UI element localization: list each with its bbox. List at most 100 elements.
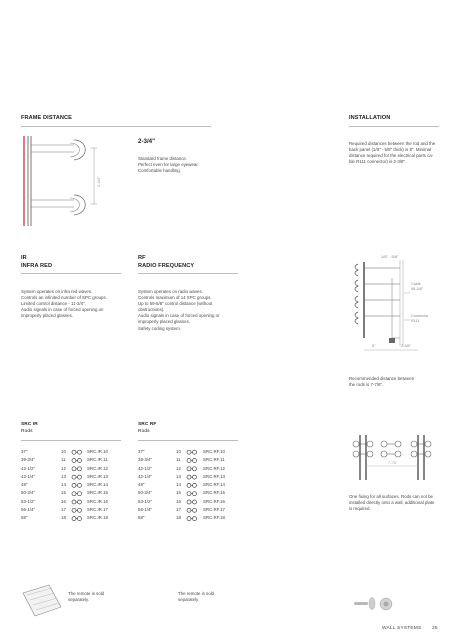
rf-line: obstructions). — [138, 307, 165, 313]
ir-remote-line: separately. — [68, 597, 90, 603]
rf-glasses-icons — [186, 449, 197, 521]
rf-row-size: 37" — [138, 449, 145, 454]
glasses-icon — [71, 458, 82, 463]
ir-row-size: 48" — [21, 482, 28, 488]
glasses-icon — [186, 466, 197, 472]
ir-row-size: 56-1/4" — [21, 507, 36, 513]
rf-row-size: 53-1/2" — [138, 498, 153, 504]
ir-remote-tray-illustration — [22, 584, 62, 617]
installation-cable-callout: Cable 98-3/8" — [411, 282, 423, 292]
ir-row-size: 37" — [21, 449, 28, 454]
installation-bottom-dim-right: 2-3/8" — [401, 344, 412, 348]
rf-row-size: 58" — [138, 515, 145, 521]
rf-row-code: SRC.RF.15 — [203, 490, 225, 496]
glasses-icon — [71, 491, 82, 497]
rf-row-count: 15 — [176, 490, 181, 496]
installation-line: Required distances between the rod and t… — [349, 141, 436, 146]
ir-row-count: 12 — [61, 465, 66, 471]
rf-row-size: 48" — [138, 482, 145, 488]
glasses-icon — [186, 449, 197, 455]
frame-distance-line: Perfect even for large eyewear. — [138, 162, 199, 168]
glasses-icon — [186, 516, 197, 521]
frame-distance-line: Comfortable handling. — [138, 168, 181, 174]
recommended-line: Recommended distance between — [349, 376, 415, 381]
ir-row-size: 39-3/4" — [21, 457, 36, 463]
rods-spacing-diagram — [352, 435, 432, 480]
rf-line: Controls maximum of 14 SPC groups. — [138, 295, 212, 301]
rf-row-code: SRC.RF.16 — [203, 498, 225, 504]
rf-row-count: 16 — [176, 498, 181, 504]
ir-row-count: 17 — [61, 507, 66, 513]
rf-row-code: SRC.RF.10 — [203, 449, 225, 454]
ir-row-code: SRC.IR.11 — [87, 457, 108, 463]
ir-remote-line: The remote is sold — [68, 591, 105, 596]
ir-row-count: 16 — [61, 498, 66, 504]
ir-line: Controls an infinited number of SPC grou… — [21, 295, 107, 301]
rf-row-count: 13 — [176, 473, 181, 479]
rf-row-size: 50-3/4" — [138, 490, 153, 496]
rf-row-count: 12 — [176, 465, 181, 471]
ir-row-code: SRC.IR.18 — [87, 515, 108, 521]
rf-heading-long: RADIO FREQUENCY — [138, 262, 195, 269]
rf-row-code: SRC.RF.18 — [203, 515, 225, 521]
rf-line: Safety coding system. — [138, 325, 181, 331]
fixing-line: is required. — [349, 506, 371, 512]
recommended-line: the rods is 7-7/8". — [349, 382, 384, 388]
ir-row-code: SRC.IR.10 — [87, 449, 108, 454]
rf-row-code: SRC.RF.14 — [203, 482, 225, 488]
ir-glasses-icons — [71, 449, 82, 521]
ir-heading: IR INFRA RED — [21, 255, 52, 270]
ir-heading-long: INFRA RED — [21, 262, 53, 269]
ir-row-count: 13 — [61, 473, 66, 479]
glasses-icon — [71, 474, 82, 480]
rf-line: Audio signals in case of forced opening … — [138, 313, 220, 319]
cable-label: Cable — [411, 282, 421, 286]
rf-table-title-main: SRC RF — [138, 422, 157, 427]
frame-distance-heading: FRAME DISTANCE — [21, 115, 73, 121]
rf-rule — [138, 273, 238, 274]
wall-fixing-illustration — [354, 597, 393, 611]
installation-line: back panel (1/8" - 5/8" thick) is 8". Mi… — [349, 147, 432, 153]
ir-row-code: SRC.IR.15 — [87, 490, 108, 496]
rf-row-size: 56-1/4" — [138, 507, 153, 513]
glasses-icon — [71, 507, 82, 513]
ir-row-code: SRC.IR.14 — [87, 482, 108, 488]
glasses-icon — [186, 483, 197, 488]
ir-description: System operates on infra red waves. Cont… — [21, 289, 107, 319]
rf-row-count: 18 — [176, 515, 181, 521]
ir-count-column: 10 11 12 13 14 15 16 17 18 — [61, 448, 71, 523]
ir-line: System operates on infra red waves. — [21, 289, 93, 294]
rf-size-column: 37" 39-3/4" 42-1/2" 42-1/4" 48" 50-3/4" … — [138, 448, 178, 523]
rf-row-code: SRC.RF.13 — [203, 473, 225, 479]
ir-row-count: 18 — [61, 515, 66, 521]
fixing-line: installed directly onto a wall, addition… — [349, 500, 435, 506]
connector-value: R111 — [411, 319, 420, 323]
footer-page-number: 25 — [432, 626, 438, 631]
ir-row-code: SRC.IR.12 — [87, 465, 108, 471]
rf-line: Up to 59-5/8" control distance (without — [138, 301, 213, 307]
rf-row-size: 39-3/4" — [138, 457, 153, 463]
ir-code-column: SRC.IR.10 SRC.IR.11 SRC.IR.12 SRC.IR.13 … — [87, 448, 127, 523]
glasses-icon — [186, 499, 197, 505]
rf-row-count: 17 — [176, 507, 181, 513]
rf-row-size: 42-1/4" — [138, 473, 153, 479]
ir-line: improperly placed glasses. — [21, 313, 73, 319]
recommended-distance-note: Recommended distance between the rods is… — [349, 376, 414, 388]
ir-table-title-sub: Rods — [21, 428, 33, 434]
glasses-icon — [186, 458, 197, 463]
rf-remote-line: separately. — [178, 597, 200, 603]
ir-row-size: 42-1/4" — [21, 473, 36, 479]
ir-row-size: 53-1/2" — [21, 498, 36, 504]
glasses-icon — [71, 516, 82, 521]
rf-table-title-sub: Rods — [138, 428, 150, 434]
ir-heading-short: IR — [21, 255, 27, 261]
rf-heading: RF RADIO FREQUENCY — [138, 255, 194, 270]
installation-line: ble R111 connector) is 2-3/8". — [349, 159, 407, 165]
ir-row-count: 14 — [61, 482, 66, 488]
rf-line: improperly placed glasses. — [138, 319, 190, 325]
installation-bottom-dim-left: 8" — [372, 344, 376, 348]
rf-row-code: SRC.RF.17 — [203, 507, 225, 513]
ir-row-code: SRC.IR.13 — [87, 473, 108, 479]
ir-table-rule — [21, 440, 121, 441]
rf-row-count: 11 — [176, 457, 181, 463]
